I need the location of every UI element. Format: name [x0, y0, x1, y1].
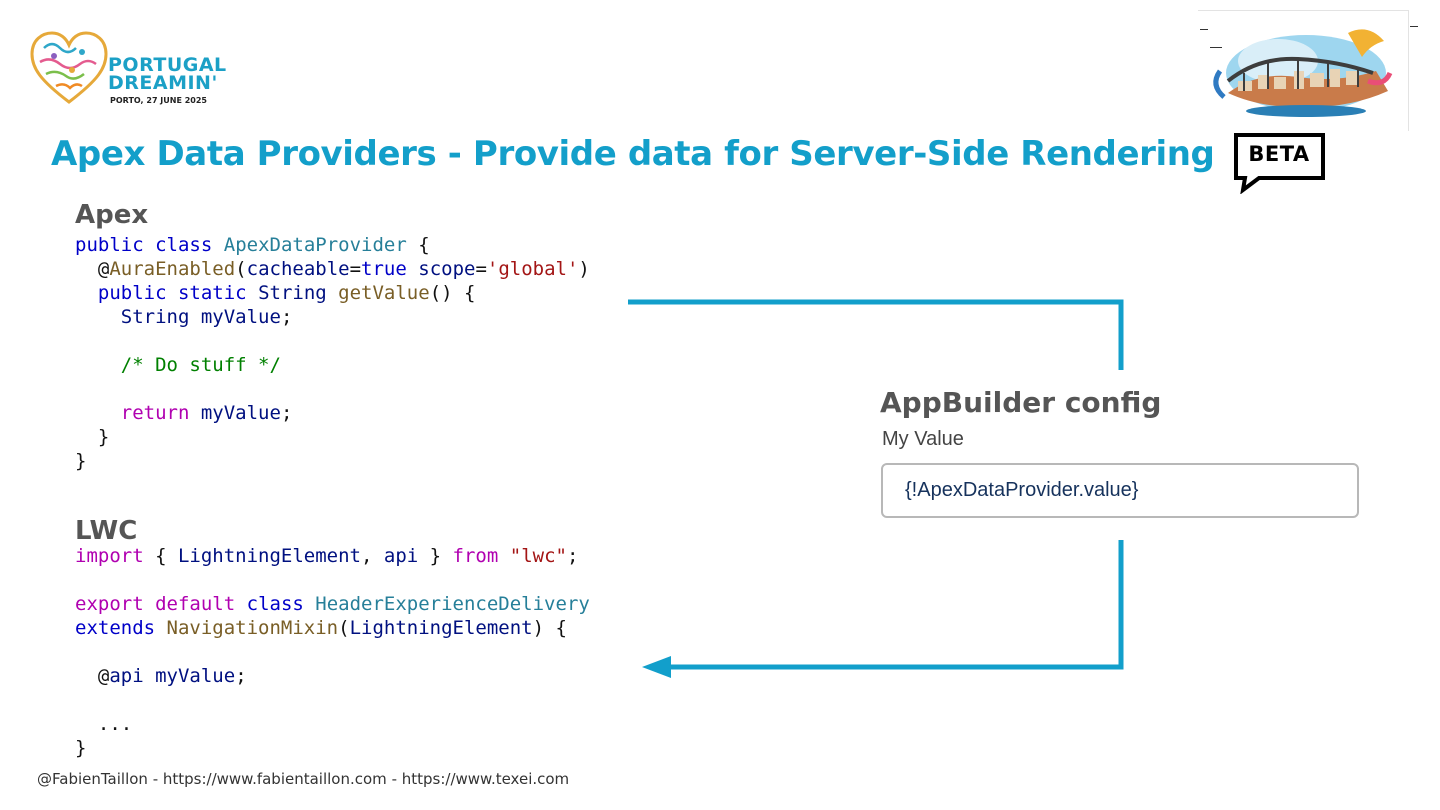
- apex-to-config-connector: [628, 299, 1124, 370]
- apex-heading: Apex: [75, 200, 149, 230]
- heart-logo-icon: [30, 31, 108, 104]
- lwc-heading: LWC: [75, 516, 138, 546]
- lwc-code-block: import { LightningElement, api } from "l…: [75, 545, 590, 759]
- event-logo: PORTUGAL DREAMIN' PORTO, 27 JUNE 2025: [30, 30, 230, 110]
- divider: [1210, 47, 1222, 48]
- event-name-line1: PORTUGAL: [108, 54, 227, 76]
- event-name: PORTUGAL DREAMIN': [108, 54, 227, 94]
- porto-illustration: [1198, 10, 1418, 131]
- arrowhead-left-icon: [642, 656, 671, 678]
- config-to-lwc-connector: [668, 540, 1124, 670]
- event-name-line2: DREAMIN': [108, 72, 218, 94]
- my-value-label: My Value: [882, 428, 964, 450]
- divider: [1200, 29, 1208, 30]
- slide-title: Apex Data Providers - Provide data for S…: [51, 134, 1215, 174]
- porto-cityscape-image: [1213, 29, 1393, 117]
- my-value-input[interactable]: {!ApexDataProvider.value}: [881, 463, 1359, 518]
- divider: [1410, 26, 1418, 27]
- appbuilder-heading: AppBuilder config: [880, 386, 1162, 419]
- speech-bubble-icon: [1234, 133, 1325, 195]
- beta-badge: BETA: [1233, 132, 1327, 199]
- beta-label: BETA: [1248, 142, 1310, 166]
- apex-code-block: public class ApexDataProvider { @AuraEna…: [75, 234, 590, 472]
- event-date: PORTO, 27 JUNE 2025: [110, 96, 207, 105]
- footer-credits: @FabienTaillon - https://www.fabientaill…: [37, 770, 570, 788]
